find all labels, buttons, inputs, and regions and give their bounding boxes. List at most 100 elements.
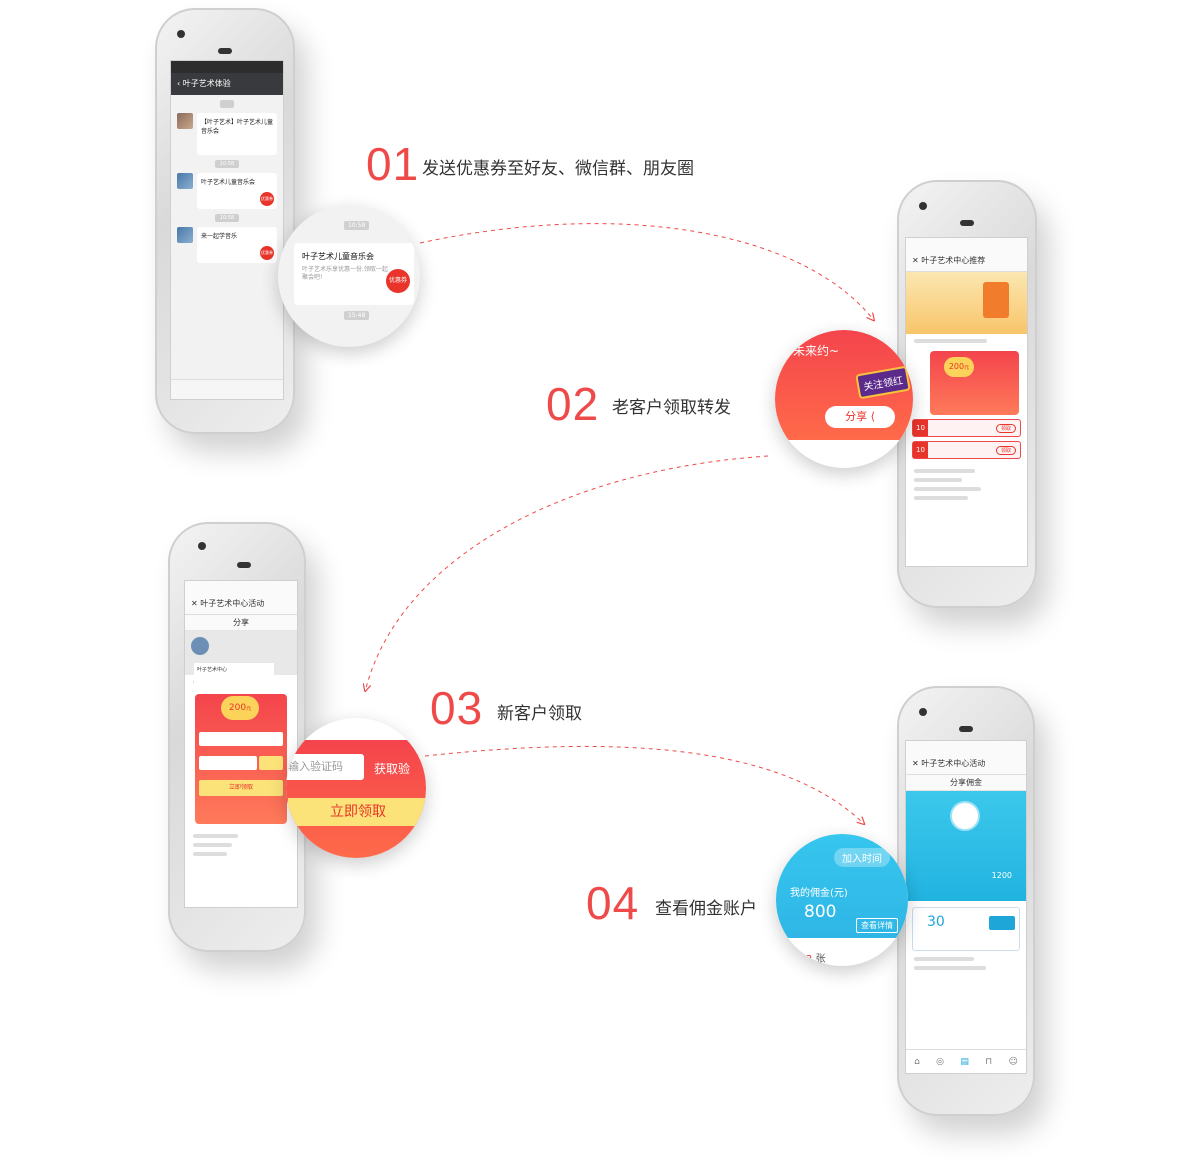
zoom-time-top: 10:58	[344, 221, 370, 230]
new-customer-screen: ✕ 叶子艺术中心活动 分享 叶子艺术中心 200元 立即领取	[184, 580, 298, 908]
coupon-row[interactable]: 10 领取	[912, 441, 1021, 459]
text-line	[914, 966, 986, 970]
front-camera	[177, 30, 185, 38]
text-line	[914, 339, 987, 343]
text-line	[193, 834, 238, 838]
share-button[interactable]: 分享 ⟨	[825, 406, 895, 428]
zoom-get-code-button[interactable]: 获取验	[374, 762, 411, 776]
get-code-button[interactable]	[259, 756, 283, 770]
step-4-text: 查看佣金账户	[655, 899, 757, 919]
home-icon[interactable]: ⌂	[914, 1056, 920, 1067]
connector-3-to-4	[424, 745, 862, 822]
page-title: 叶子艺术中心活动	[200, 599, 265, 608]
status-bar	[906, 741, 1026, 753]
zoom-view-detail-button[interactable]: 查看详情	[856, 918, 898, 933]
avatar	[191, 637, 209, 655]
code-placeholder: 输入验证码	[288, 760, 343, 773]
close-icon[interactable]: ✕	[191, 599, 198, 608]
zoom-commission: 加入时间 我的佣金(元) 800 查看详情 2 张	[776, 834, 908, 966]
coupon-price: 30	[927, 914, 945, 930]
zoom-code-input[interactable]: 输入验证码	[286, 754, 364, 780]
text-line	[914, 478, 963, 482]
red-envelope-form: 200元 立即领取	[195, 694, 287, 824]
avatar	[177, 173, 193, 189]
page-title-bar[interactable]: ✕ 叶子艺术中心推荐	[906, 250, 1027, 272]
chat-input-bar[interactable]	[171, 379, 283, 399]
sub-title-bar: 分享	[185, 615, 297, 631]
front-camera	[198, 542, 206, 550]
step-1-number: 01	[366, 138, 420, 190]
coupon-amount: 10	[913, 420, 928, 436]
front-camera	[919, 708, 927, 716]
coupon-badge: 优惠券	[260, 192, 274, 206]
profile-header: 1200	[906, 791, 1026, 901]
step-1-text: 发送优惠券至好友、微信群、朋友圈	[422, 159, 694, 179]
sub-title: 分享	[233, 618, 249, 627]
cart-icon[interactable]: ⊓	[985, 1056, 993, 1067]
gift-icon	[983, 282, 1009, 318]
discover-icon[interactable]: ◎	[936, 1056, 945, 1067]
phone-1: ‹ 叶子艺术体验 【叶子艺术】叶子艺术儿童音乐会 10:58 叶子艺术儿童音乐会…	[155, 8, 295, 434]
chat-message[interactable]: 来一起学音乐优惠券	[171, 227, 283, 263]
sharer-nickname: 叶子艺术中心	[197, 667, 228, 673]
commission-screen: ✕ 叶子艺术中心活动 分享佣金 1200 30 ⌂ ◎ ▤ ⊓ ☺	[905, 740, 1027, 1074]
speaker	[959, 726, 973, 732]
text-line	[914, 469, 975, 473]
coupon-claim-button[interactable]: 领取	[995, 445, 1016, 455]
page-title-bar[interactable]: ✕ 叶子艺术中心活动	[906, 753, 1026, 775]
zoom-claim-form: 输入验证码 获取验 立即领取	[286, 718, 426, 858]
promo-banner	[906, 272, 1027, 334]
amount-coin: 200元	[221, 696, 259, 720]
code-input[interactable]	[199, 756, 257, 770]
profile-icon[interactable]: ☺	[1008, 1056, 1018, 1067]
chat-message[interactable]: 【叶子艺术】叶子艺术儿童音乐会	[171, 113, 283, 155]
coupon-summary: 30	[912, 907, 1020, 951]
front-camera	[919, 202, 927, 210]
status-bar	[171, 61, 283, 73]
text-line	[193, 852, 227, 856]
status-bar	[185, 581, 297, 593]
avatar	[950, 801, 980, 831]
phone-3: ✕ 叶子艺术中心活动 分享 叶子艺术中心 200元 立即领取	[168, 522, 306, 952]
page-title-bar[interactable]: ✕ 叶子艺术中心活动	[185, 593, 297, 615]
status-bar	[906, 238, 1027, 250]
page-title: 叶子艺术中心活动	[921, 759, 986, 768]
zoom-coupon-count: 2 张	[806, 954, 826, 965]
wechat-chat-screen: ‹ 叶子艺术体验 【叶子艺术】叶子艺术儿童音乐会 10:58 叶子艺术儿童音乐会…	[170, 60, 284, 400]
zoom-chat-message: 10:58 叶子艺术儿童音乐会 叶子艺术乐享优惠一份,领取一起聚会吧! 优惠券 …	[278, 205, 420, 347]
zoom-share-button: 未来约~ 关注领红 分享 ⟨	[775, 330, 913, 468]
share-coupon-button[interactable]	[989, 916, 1015, 930]
close-icon[interactable]: ✕	[912, 256, 919, 265]
coupon-claim-button[interactable]: 领取	[995, 423, 1016, 433]
zoom-card-sub: 叶子艺术乐享优惠一份,领取一起聚会吧!	[302, 266, 388, 282]
text-line	[193, 843, 233, 847]
zoom-time-bottom: 15:48	[344, 311, 370, 320]
step-2-text: 老客户领取转发	[612, 398, 731, 418]
chat-message[interactable]: 叶子艺术儿童音乐会优惠券	[171, 173, 283, 209]
share-icon: ⟨	[870, 410, 875, 423]
sharer-info: 叶子艺术中心	[194, 663, 274, 691]
phone-input[interactable]	[199, 732, 283, 746]
step-4-number: 04	[586, 877, 640, 929]
zoom-commission-amount: 800	[804, 902, 837, 922]
sub-title-bar: 分享佣金	[906, 775, 1026, 791]
message-title: 叶子艺术儿童音乐会	[201, 179, 256, 186]
coupon-icon[interactable]: ▤	[960, 1056, 969, 1067]
chat-time: 10:58	[171, 214, 283, 222]
zoom-chat-card[interactable]: 叶子艺术儿童音乐会 叶子艺术乐享优惠一份,领取一起聚会吧! 优惠券	[294, 243, 414, 305]
speaker	[218, 48, 232, 54]
claim-button[interactable]: 立即领取	[199, 780, 283, 796]
zoom-claim-button[interactable]: 立即领取	[288, 798, 426, 826]
close-icon[interactable]: ✕	[912, 759, 919, 768]
avatar	[177, 227, 193, 243]
coupon-row[interactable]: 10 领取	[912, 419, 1021, 437]
speaker	[237, 562, 251, 568]
share-label: 分享	[845, 410, 868, 423]
chat-title-bar[interactable]: ‹ 叶子艺术体验	[171, 73, 283, 95]
coupon-amount: 10	[913, 442, 928, 458]
phone-4: ✕ 叶子艺术中心活动 分享佣金 1200 30 ⌂ ◎ ▤ ⊓ ☺	[897, 686, 1035, 1116]
text-line	[914, 487, 981, 491]
back-icon[interactable]: ‹	[177, 79, 181, 88]
zoom-coupon-badge: 优惠券	[386, 269, 410, 293]
coupon-badge: 优惠券	[260, 246, 274, 260]
